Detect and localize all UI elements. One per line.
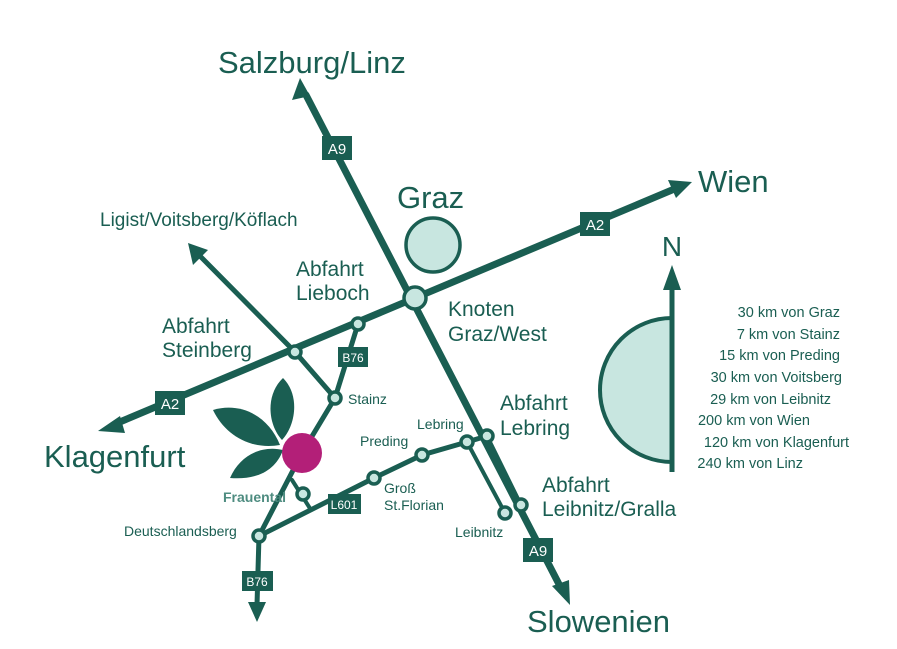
svg-text:A9: A9 bbox=[529, 543, 547, 560]
a2-shield-left: A2 bbox=[155, 391, 185, 415]
label-gross: Groß bbox=[384, 480, 416, 496]
a9-shield-top: A9 bbox=[322, 136, 352, 160]
b76-shield-top: B76 bbox=[338, 347, 368, 367]
lebring-exit-node bbox=[479, 428, 495, 444]
svg-text:B76: B76 bbox=[342, 351, 364, 365]
label-lebring: Lebring bbox=[417, 416, 464, 432]
compass-half-circle bbox=[598, 315, 674, 465]
lieboch-node bbox=[350, 316, 366, 332]
stainz-node bbox=[327, 390, 343, 406]
svg-text:A9: A9 bbox=[328, 141, 346, 158]
a2-motorway bbox=[111, 186, 676, 428]
arrow-northwest-icon bbox=[188, 243, 208, 265]
label-graz: Graz bbox=[397, 180, 464, 215]
label-slowenien: Slowenien bbox=[527, 604, 670, 639]
preding-node bbox=[414, 447, 430, 463]
distance-item: 7 km von Stainz bbox=[737, 327, 840, 343]
distance-item: 30 km von Graz bbox=[738, 305, 840, 321]
arrow-north-icon bbox=[292, 78, 310, 100]
label-lebring-exit-2: Lebring bbox=[500, 417, 570, 440]
deutschlandsberg-node bbox=[251, 528, 267, 544]
b76-shield-bottom: B76 bbox=[242, 571, 273, 591]
graz-circle bbox=[404, 216, 462, 274]
compass-north-label: N bbox=[662, 231, 682, 262]
svg-text:B76: B76 bbox=[246, 575, 268, 589]
label-lieboch-1: Abfahrt bbox=[296, 258, 364, 281]
svg-text:A2: A2 bbox=[586, 217, 604, 234]
steinberg-node bbox=[287, 344, 303, 360]
label-steinberg-1: Abfahrt bbox=[162, 315, 230, 338]
arrow-south-b76-icon bbox=[248, 602, 266, 622]
distance-item: 240 km von Linz bbox=[697, 456, 803, 472]
distance-item: 29 km von Leibnitz bbox=[710, 392, 831, 408]
arrow-west-icon bbox=[98, 416, 125, 433]
label-lebring-exit-1: Abfahrt bbox=[500, 392, 568, 415]
location-marker bbox=[282, 433, 322, 473]
label-knoten-2: Graz/West bbox=[448, 323, 547, 346]
label-frauental: Frauental bbox=[223, 489, 286, 505]
distance-item: 200 km von Wien bbox=[698, 413, 810, 429]
label-wien: Wien bbox=[698, 164, 769, 199]
a9-shield-bottom: A9 bbox=[523, 538, 553, 562]
svg-text:L601: L601 bbox=[331, 498, 358, 512]
label-salzburg-linz: Salzburg/Linz bbox=[218, 45, 406, 80]
arrow-east-icon bbox=[668, 180, 692, 198]
label-leibnitz-exit-1: Abfahrt bbox=[542, 474, 610, 497]
distance-item: 30 km von Voitsberg bbox=[711, 370, 842, 386]
knoten-node bbox=[402, 285, 428, 311]
distance-item: 120 km von Klagenfurt bbox=[704, 435, 849, 451]
leibnitz-road bbox=[465, 440, 507, 515]
a2-shield-right: A2 bbox=[580, 212, 610, 236]
label-stainz: Stainz bbox=[348, 391, 387, 407]
leibnitz-exit-node bbox=[513, 497, 529, 513]
leibnitz-road-parallel bbox=[485, 434, 523, 507]
distance-list: 30 km von Graz 7 km von Stainz 15 km von… bbox=[697, 305, 849, 472]
frauental-node bbox=[295, 486, 311, 502]
flower-logo-icon bbox=[213, 378, 295, 479]
label-preding: Preding bbox=[360, 433, 408, 449]
north-arrow-icon bbox=[663, 265, 681, 290]
label-st-florian: St.Florian bbox=[384, 497, 444, 513]
label-knoten-1: Knoten bbox=[448, 298, 515, 321]
gross-st-florian-node bbox=[366, 470, 382, 486]
leibnitz-node bbox=[497, 505, 513, 521]
label-leibnitz-exit-2: Leibnitz/Gralla bbox=[542, 498, 677, 521]
label-klagenfurt: Klagenfurt bbox=[44, 439, 186, 474]
arrow-south-icon bbox=[552, 580, 570, 605]
svg-text:A2: A2 bbox=[161, 396, 179, 413]
label-deutschlandsberg: Deutschlandsberg bbox=[124, 523, 237, 539]
label-steinberg-2: Steinberg bbox=[162, 339, 252, 362]
label-ligist: Ligist/Voitsberg/Köflach bbox=[100, 210, 298, 231]
label-leibnitz: Leibnitz bbox=[455, 524, 503, 540]
lebring-node bbox=[459, 434, 475, 450]
label-lieboch-2: Lieboch bbox=[296, 282, 370, 305]
l601-shield: L601 bbox=[328, 494, 361, 514]
distance-item: 15 km von Preding bbox=[719, 348, 840, 364]
